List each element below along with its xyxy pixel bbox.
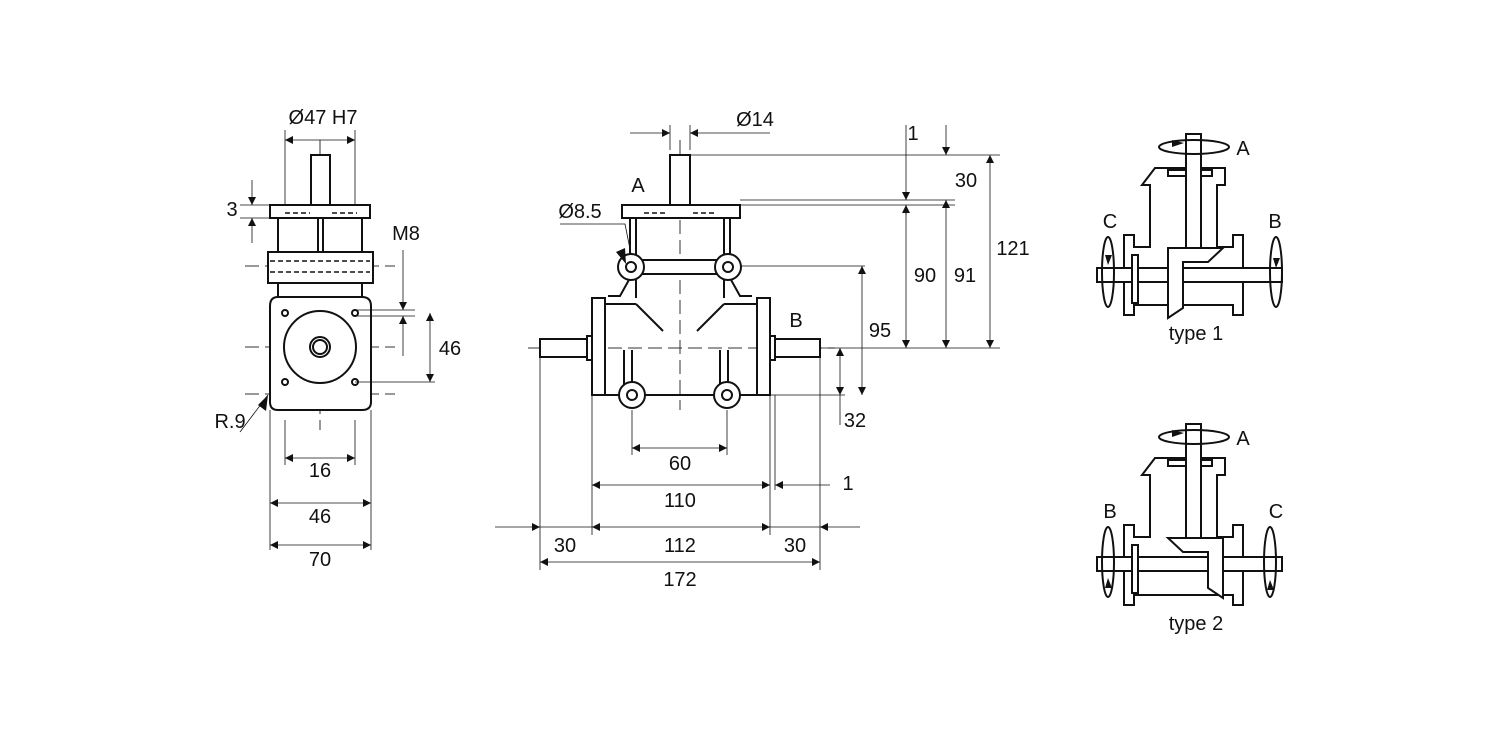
- dim-91: 91: [954, 265, 976, 287]
- side-view: Ø47 H7 3 M8 46 R.9 16 46 70: [214, 107, 461, 571]
- dim-30-right: 30: [784, 535, 806, 557]
- type2-caption: type 2: [1169, 613, 1223, 635]
- dim-1-right: 1: [842, 473, 853, 495]
- type2-label-a: A: [1236, 428, 1250, 450]
- dim-32: 32: [844, 410, 866, 432]
- type-2-diagram: A B C type 2: [1096, 423, 1283, 635]
- dim-110: 110: [664, 490, 696, 512]
- dim-95: 95: [869, 320, 891, 342]
- shaft-dia-dim: 16: [309, 460, 331, 482]
- type1-caption: type 1: [1169, 323, 1223, 345]
- thread-dim: M8: [392, 223, 420, 245]
- label-a: A: [631, 175, 645, 197]
- dim-30-left: 30: [554, 535, 576, 557]
- hole-dia-dim: Ø8.5: [558, 201, 601, 223]
- dim-90: 90: [914, 265, 936, 287]
- type-1-diagram: A C B type 1: [1096, 133, 1283, 345]
- dim-60: 60: [669, 453, 691, 475]
- flange-thickness-dim: 3: [226, 199, 237, 221]
- type1-label-c: C: [1103, 211, 1117, 233]
- hole-spacing-h-dim: 46: [309, 506, 331, 528]
- width-dim: 70: [309, 549, 331, 571]
- hole-spacing-v-dim: 46: [439, 338, 461, 360]
- dim-112: 112: [664, 535, 696, 557]
- label-b: B: [789, 310, 802, 332]
- front-view: Ø14 A Ø8.5 B 1 30 90 91 121 95 32 60 110…: [495, 109, 1030, 591]
- dim-1-top: 1: [907, 123, 918, 145]
- radius-dim: R.9: [214, 411, 245, 433]
- type1-label-b: B: [1268, 211, 1281, 233]
- dim-172: 172: [663, 569, 696, 591]
- bore-dim: Ø47 H7: [289, 107, 358, 129]
- dim-30-top: 30: [955, 170, 977, 192]
- shaft-dia-dim: Ø14: [736, 109, 774, 131]
- type2-label-b: B: [1103, 501, 1116, 523]
- type2-label-c: C: [1269, 501, 1283, 523]
- type1-label-a: A: [1236, 138, 1250, 160]
- dim-121: 121: [996, 238, 1029, 260]
